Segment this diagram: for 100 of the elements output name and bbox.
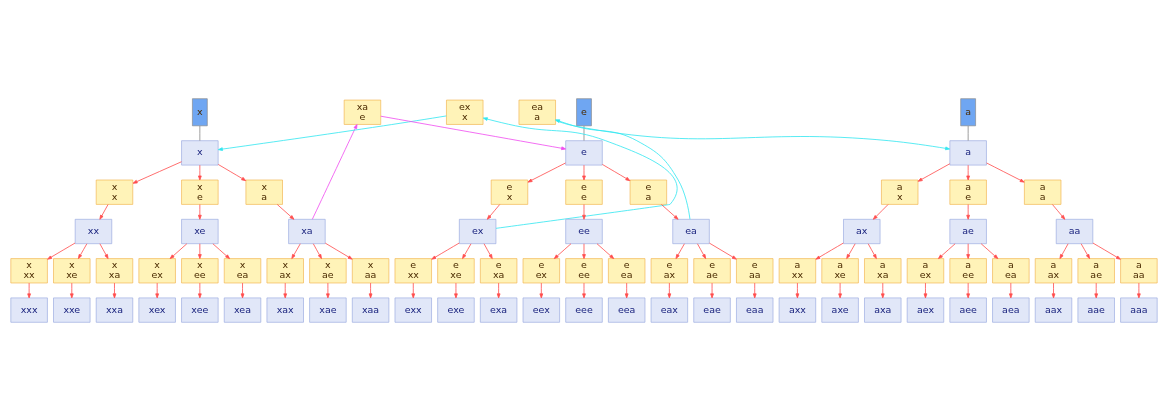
node-box: ex <box>459 218 497 244</box>
node-box: a <box>949 139 987 165</box>
node-box: e ee <box>565 257 603 283</box>
arrow <box>709 242 737 260</box>
arrow <box>582 203 586 220</box>
node-box: eax <box>650 297 688 323</box>
node-box: x <box>181 139 219 165</box>
arrow <box>1080 242 1091 259</box>
node-box: e ax <box>650 257 688 283</box>
node-box: eex <box>522 297 560 323</box>
arrow <box>368 282 373 298</box>
arrow <box>454 282 458 298</box>
node-box: e e <box>565 179 603 205</box>
node-box: x ea <box>223 257 262 283</box>
arrow <box>966 203 970 220</box>
arrow <box>291 242 301 259</box>
arrow <box>112 282 117 298</box>
arrow <box>923 282 928 298</box>
arrow <box>155 282 159 298</box>
arrow <box>27 282 31 298</box>
arrow <box>795 282 800 298</box>
arrow <box>283 282 288 298</box>
arrow <box>872 203 889 220</box>
arrow <box>986 162 1025 183</box>
node-box: xee <box>181 297 219 323</box>
node-box: xxe <box>53 297 91 323</box>
arrow <box>99 203 109 220</box>
arrow <box>555 119 951 150</box>
arrow <box>169 242 188 259</box>
node-box: xae <box>309 297 347 323</box>
arrow <box>917 162 951 182</box>
arrow <box>838 282 842 298</box>
node-box: ea a <box>518 99 556 125</box>
arrow <box>482 116 678 229</box>
node-box: aea <box>992 297 1030 323</box>
node-box: x ae <box>309 257 347 283</box>
node-box: exe <box>437 297 475 323</box>
node-box: aae <box>1077 297 1115 323</box>
node-box: e <box>565 139 603 165</box>
node-box: a aa <box>1120 257 1158 283</box>
arrow <box>198 203 202 220</box>
node-box: a e <box>949 179 987 205</box>
arrow <box>77 242 88 259</box>
node-box: x ax <box>266 257 304 283</box>
arrow <box>496 282 501 298</box>
arrow <box>697 242 707 259</box>
node-box: ae <box>949 218 987 244</box>
arrow <box>1137 282 1141 298</box>
node-box: ex x <box>446 99 484 125</box>
arrow <box>1009 282 1013 298</box>
node-box: e xx <box>394 257 432 283</box>
node-box: x aa <box>351 257 390 283</box>
arrow <box>276 203 295 220</box>
node-box: xa e <box>343 99 382 125</box>
node-box: x xa <box>95 257 134 283</box>
arrow <box>380 115 567 150</box>
arrow <box>1059 242 1069 259</box>
node-box: xa <box>288 218 326 244</box>
arrow <box>198 242 202 259</box>
arrow <box>752 282 757 298</box>
node-box: e aa <box>736 257 774 283</box>
arrow <box>198 282 202 298</box>
arrow <box>815 242 844 260</box>
arrow <box>198 164 202 180</box>
node-box: xea <box>223 297 262 323</box>
node-box: a ea <box>992 257 1030 283</box>
node-box: x ex <box>138 257 176 283</box>
node-box: aex <box>906 297 945 323</box>
node-box: a xa <box>864 257 902 283</box>
arrow <box>1052 203 1066 220</box>
node-box: xxx <box>10 297 48 323</box>
node-box: x e <box>181 179 219 205</box>
arrow <box>1094 282 1099 298</box>
arrow <box>217 115 447 151</box>
node-box: x <box>192 97 208 126</box>
arrow <box>527 162 566 183</box>
node-box: e xe <box>437 257 475 283</box>
arrow <box>880 282 885 298</box>
arrow <box>667 282 672 298</box>
node-box: aee <box>949 297 987 323</box>
node-box: e ex <box>522 257 560 283</box>
node-box: e xa <box>480 257 518 283</box>
arrow <box>710 282 714 298</box>
node-box: exa <box>480 297 518 323</box>
node-box: x xx <box>10 257 48 283</box>
node-box: a a <box>1024 179 1062 205</box>
node-box: a xx <box>778 257 817 283</box>
node-box: aa <box>1055 218 1094 244</box>
node-box: xxa <box>95 297 134 323</box>
node-box: x ee <box>181 257 219 283</box>
node-box: eae <box>693 297 731 323</box>
arrow <box>938 242 956 259</box>
arrow <box>483 242 493 259</box>
node-box: ee <box>565 218 603 244</box>
arrow <box>582 282 586 298</box>
arrow <box>311 123 358 220</box>
arrow <box>966 242 970 259</box>
arrow <box>99 242 109 259</box>
arrow <box>602 163 631 181</box>
arrow <box>867 242 877 259</box>
